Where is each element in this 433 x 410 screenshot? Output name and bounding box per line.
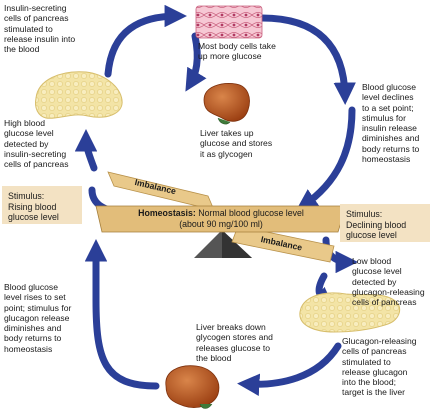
liver-top-icon — [203, 83, 250, 125]
arrow-highglucose-to-pancreas — [74, 129, 98, 172]
pancreas-bottom-icon — [299, 292, 401, 333]
stimulus-declining-box: Stimulus: Declining blood glucose level — [340, 204, 430, 242]
label-low-glucose: Low blood glucose level detected by gluc… — [352, 256, 425, 308]
label-liver-stores: Liver takes up glucose and stores it as … — [200, 128, 273, 159]
arrow-pancreas-to-cells — [104, 4, 187, 78]
arrow-declining-to-low — [322, 236, 358, 274]
homeostasis-beam — [95, 205, 347, 233]
arrow-decline-to-beam — [295, 106, 356, 212]
liver-bottom-icon — [165, 365, 220, 409]
label-body-cells: Most body cells take up more glucose — [198, 41, 276, 62]
arrow-liver-to-beam — [84, 239, 160, 390]
homeostasis-sub: (about 90 mg/100 ml) — [179, 218, 263, 229]
homeostasis-label: Homeostasis: Normal blood glucose level … — [116, 208, 326, 229]
label-glucagon-releasing: Glucagon-releasing cells of pancreas sti… — [342, 336, 417, 398]
body-cells-illustration — [195, 5, 263, 39]
pancreas-top-icon — [35, 71, 123, 119]
label-liver-breaks: Liver breaks down glycogen stores and re… — [196, 322, 273, 363]
label-glucose-rises: Blood glucose level rises to set point; … — [4, 282, 72, 354]
arrow-cells-to-liver — [185, 32, 207, 92]
seesaw — [95, 171, 347, 263]
arrow-cells-to-decline — [258, 14, 356, 105]
homeostasis-text: Normal blood glucose level — [198, 208, 304, 218]
label-glucose-declines: Blood glucose level declines to a set po… — [362, 82, 420, 165]
homeostasis-title: Homeostasis: — [138, 208, 196, 218]
label-insulin-secreting: Insulin-secreting cells of pancreas stim… — [4, 3, 76, 55]
arrow-glucagon-to-liver — [237, 342, 342, 396]
imbalance-board-bottom — [231, 225, 335, 263]
label-high-glucose: High blood glucose level detected by ins… — [4, 118, 69, 170]
stimulus-rising-box: Stimulus: Rising blood glucose level — [2, 186, 82, 224]
